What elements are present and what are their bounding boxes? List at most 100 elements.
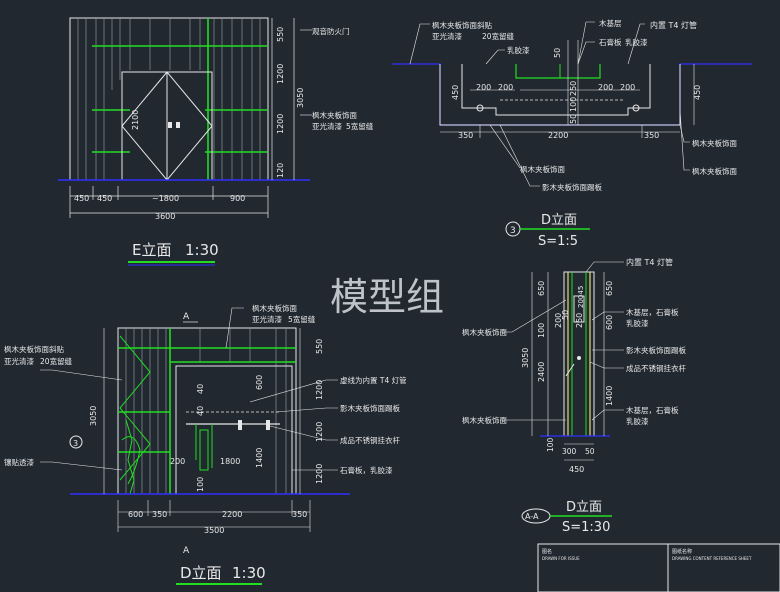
aa-tdim-6: 200	[554, 313, 563, 328]
d-section: 50 200 200 200 200 250 100 50 450 450 35…	[392, 18, 752, 249]
e-elevation: 2100 450 450 ~1800 900 3600 550 1200 120…	[58, 17, 374, 266]
aa-width: 450	[569, 465, 584, 474]
aa-title: D立面	[566, 500, 602, 515]
aa-lamp: 内置 T4 灯管	[626, 257, 673, 267]
tb-cell1-label: 图名	[542, 548, 552, 555]
de-ldim: 3050	[89, 406, 98, 426]
ds-dim-450r: 450	[693, 85, 702, 100]
ds-dim-200a: 200	[476, 83, 491, 92]
ds-label-l1: 枫木夹板饰面斜贴	[432, 20, 492, 30]
de-title: D立面	[180, 564, 222, 582]
de-rdim-4: 1200	[315, 422, 324, 442]
e-label-1: 枫木夹板饰面	[312, 110, 357, 120]
title-block: 图名 DRAWN FOR ISSUE 图纸名称 DRAWING CONTENT …	[537, 543, 780, 592]
ds-dim-50: 50	[553, 48, 562, 58]
e-label-door: 观音防火门	[312, 26, 350, 36]
aa-label-l1: 枫木夹板饰面	[462, 327, 507, 337]
e-label-3: 5宽留缝	[346, 121, 374, 131]
ds-label-t2: 石膏板	[599, 37, 622, 47]
de-idim-6: 100	[196, 477, 205, 492]
ds-dim-100: 100	[569, 97, 578, 112]
de-idim-1: 40	[196, 384, 205, 394]
de-idim-4: 1800	[220, 457, 240, 466]
de-mark-top: A	[183, 312, 190, 322]
aa-section: 3050 2400 100 1400 650 20045 50 250 600 …	[462, 257, 686, 535]
de-label-r1: 虚线为内置 T4 灯管	[340, 375, 407, 385]
ds-label-r2: 枫木夹板饰面	[692, 166, 737, 176]
ds-dim-200b: 200	[498, 83, 513, 92]
ds-label-t3: 乳胶漆	[625, 37, 648, 47]
aa-bdim-2: 300	[562, 447, 577, 456]
ds-dim-200c: 200	[598, 83, 613, 92]
ds-mark: 3	[510, 226, 516, 236]
aa-mark: A-A	[525, 512, 539, 521]
aa-ldim-2: 2400	[537, 362, 546, 382]
de-idim-3: 200	[170, 457, 185, 466]
de-bdim-4: 350	[292, 510, 307, 519]
de-left-mark: 3	[73, 439, 78, 448]
e-rtotal: 3050	[296, 88, 305, 108]
de-label-t3: 5宽留缝	[288, 314, 316, 324]
ds-dim-200d: 200	[620, 83, 635, 92]
ds-dim-350r: 350	[644, 131, 659, 140]
ds-dim-450l: 450	[451, 85, 460, 100]
ds-title-scale: S=1:5	[538, 234, 578, 249]
de-label-l2: 亚光清漆	[4, 356, 34, 366]
ds-label-r1: 枫木夹板饰面	[692, 138, 737, 148]
e-rdim-1: 550	[276, 27, 285, 42]
ds-dim-2200: 2200	[548, 131, 568, 140]
ds-dim-250: 250	[569, 81, 578, 96]
de-label-l1: 枫木夹板饰面斜贴	[4, 344, 64, 354]
aa-label-r4: 成品不锈钢挂衣杆	[626, 363, 686, 373]
e-title-scale: 1:30	[185, 241, 219, 259]
de-label-r3: 成品不锈钢挂衣杆	[340, 435, 400, 445]
aa-tdim-7: 650	[605, 281, 614, 296]
aa-label-r6: 乳胶漆	[626, 416, 649, 426]
e-dim-2: 450	[97, 194, 112, 203]
de-bdim-2: 350	[152, 510, 167, 519]
ds-label-latex: 乳胶漆	[507, 45, 530, 55]
aa-tdim-4: 250	[575, 313, 584, 328]
ds-label-b2: 影木夹板饰面踢板	[542, 182, 602, 192]
ds-dim-350l: 350	[458, 131, 473, 140]
ds-lamp: 内置 T4 灯管	[650, 20, 697, 30]
aa-bdim-3: 50	[585, 447, 595, 456]
de-label-t2: 亚光清漆	[252, 314, 282, 324]
de-label-r2: 影木夹板饰面踢板	[340, 403, 400, 413]
e-dim-1: 450	[74, 194, 89, 203]
d-elevation: A A	[4, 303, 407, 585]
de-rdim-1: 550	[315, 339, 324, 354]
aa-tdim-5: 600	[605, 315, 614, 330]
de-idim-5: 1400	[255, 448, 264, 468]
e-total: 3600	[155, 212, 175, 221]
de-bdim-1: 600	[128, 510, 143, 519]
de-label-r4: 石膏板，乳胶漆	[340, 465, 393, 475]
e-label-2: 亚光清漆	[312, 121, 342, 131]
de-rdim-2: 600	[255, 375, 264, 390]
ds-dim-50b: 50	[569, 114, 578, 124]
aa-bdim-1: 100	[546, 437, 555, 452]
aa-ldim-3: 100	[537, 323, 546, 338]
de-label-t1: 枫木夹板饰面	[252, 303, 297, 313]
e-rdim-4: 120	[276, 163, 285, 178]
aa-tdim-2: 20045	[577, 286, 585, 308]
de-rdim-5: 1200	[315, 464, 324, 484]
aa-tdim-1: 650	[537, 281, 546, 296]
tb-cell1-sub: DRAWN FOR ISSUE	[542, 556, 580, 561]
aa-title-scale: S=1:30	[562, 520, 610, 535]
e-dim-3: ~1800	[152, 194, 179, 203]
aa-label-l2: 枫木夹板饰面	[462, 415, 507, 425]
e-rdim-3: 1200	[276, 114, 285, 134]
ds-label-t1: 木基层	[599, 18, 622, 28]
tb-cell2-sub: DRAWING CONTENT REFERENCE SHEET	[672, 556, 752, 561]
de-label-l3: 20宽留缝	[40, 356, 73, 366]
aa-label-r5: 木基层，石膏板	[626, 405, 679, 415]
ds-label-l2: 亚光清漆	[432, 31, 462, 41]
watermark-text: 模型组	[330, 275, 444, 319]
ds-title: D立面	[541, 213, 577, 228]
e-door-dim: 2100	[131, 110, 140, 130]
de-label-l4: 镶贴透漆	[4, 457, 34, 467]
ds-label-l3: 20宽留缝	[482, 31, 515, 41]
